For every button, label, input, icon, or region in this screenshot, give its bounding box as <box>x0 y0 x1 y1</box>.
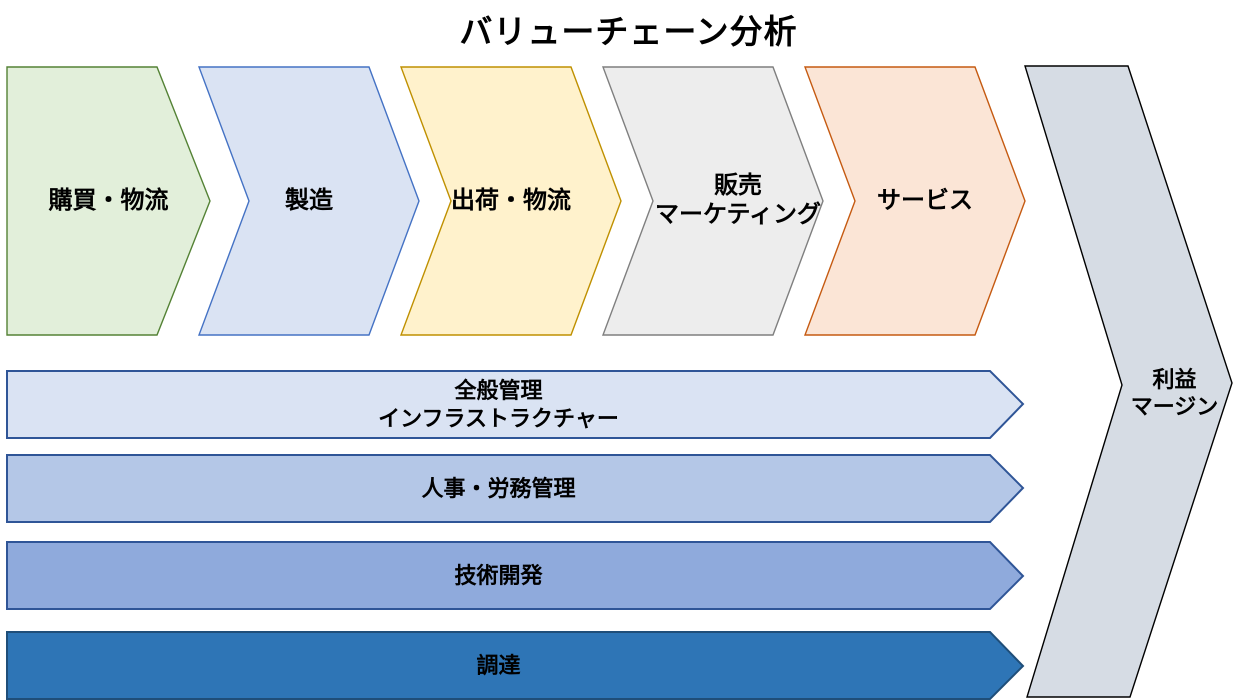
bar-procurement-shape <box>6 631 1025 700</box>
chevron-service-shape <box>803 66 1026 336</box>
page-title: バリューチェーン分析 <box>459 13 798 50</box>
chevron-inbound-logistics-shape <box>6 66 211 336</box>
chevron-outbound-logistics-shape <box>399 66 622 336</box>
chevron-manufacturing-shape <box>197 66 420 336</box>
bar-infrastructure-shape <box>6 370 1025 439</box>
bar-technology-development-shape <box>6 541 1025 610</box>
bar-hr-management-shape <box>6 454 1025 523</box>
profit-margin-shape <box>1024 65 1233 698</box>
chevron-sales-marketing-shape <box>601 66 824 336</box>
